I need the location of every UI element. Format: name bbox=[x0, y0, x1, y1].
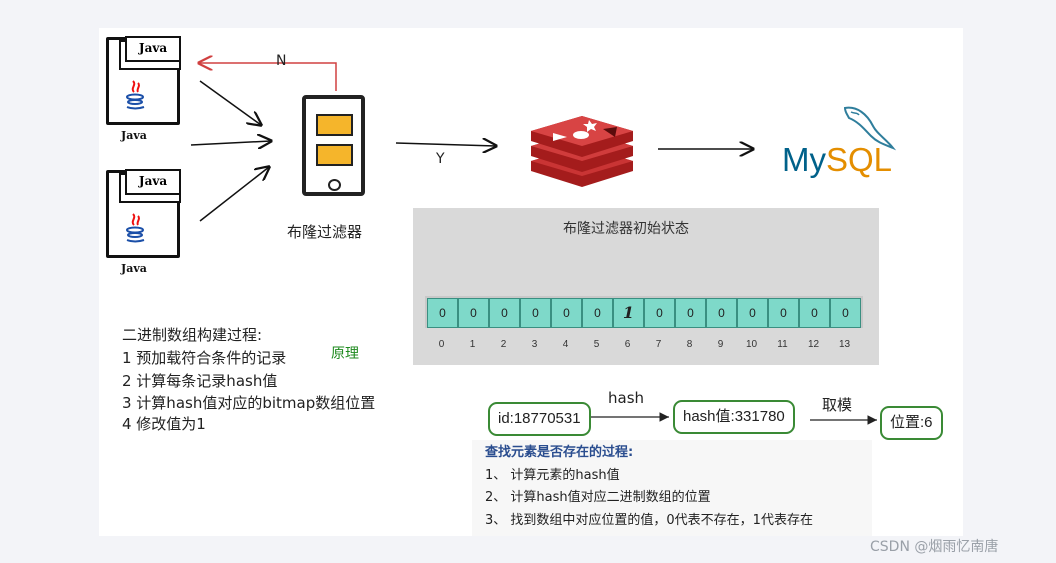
java-client-1-label: Java bbox=[121, 129, 147, 142]
bit-cell-11: 0 bbox=[768, 298, 799, 328]
java-cup-icon bbox=[126, 80, 145, 110]
build-step-4: 4 修改值为1 bbox=[122, 415, 206, 433]
build-step-2: 2 计算每条记录hash值 bbox=[122, 372, 278, 390]
mysql-logo-sql: SQL bbox=[826, 141, 893, 178]
id-node: id:18770531 bbox=[488, 402, 591, 436]
search-step-1: 1、 计算元素的hash值 bbox=[485, 468, 620, 483]
bit-cell-3: 0 bbox=[520, 298, 551, 328]
reject-label: N bbox=[276, 53, 287, 69]
bit-index-11: 11 bbox=[777, 339, 788, 350]
bit-cell-2: 0 bbox=[489, 298, 520, 328]
bit-cell-10: 0 bbox=[737, 298, 768, 328]
java-client-2: Java bbox=[106, 169, 181, 258]
bit-cell-6: 1 bbox=[613, 298, 644, 328]
bit-index-4: 4 bbox=[562, 339, 569, 350]
bit-index-7: 7 bbox=[655, 339, 662, 350]
bloom-filter-device-icon bbox=[302, 95, 365, 196]
java-client-1: Java bbox=[106, 36, 181, 125]
mysql-dolphin-icon bbox=[843, 106, 897, 151]
build-step-3: 3 计算hash值对应的bitmap数组位置 bbox=[122, 394, 376, 412]
bit-index-12: 12 bbox=[807, 339, 820, 350]
bit-cell-4: 0 bbox=[551, 298, 582, 328]
hash-node: hash值:331780 bbox=[673, 400, 795, 434]
bit-index-1: 1 bbox=[469, 339, 476, 350]
bit-index-9: 9 bbox=[717, 339, 724, 350]
accept-arrow bbox=[395, 143, 496, 146]
bit-cell-13: 0 bbox=[830, 298, 861, 328]
bit-cell-8: 0 bbox=[675, 298, 706, 328]
bit-index-6: 6 bbox=[624, 339, 631, 350]
mysql-logo: MySQL bbox=[782, 141, 892, 179]
watermark: CSDN @烟雨忆南唐 bbox=[870, 539, 999, 555]
bloom-filter-label: 布隆过滤器 bbox=[287, 223, 363, 241]
accept-label: Y bbox=[436, 151, 445, 167]
bit-index-10: 10 bbox=[745, 339, 758, 350]
bit-index-5: 5 bbox=[593, 339, 600, 350]
java-cup-icon bbox=[126, 213, 145, 243]
build-step-1: 1 预加载符合条件的记录 bbox=[122, 349, 287, 367]
principle-label: 原理 bbox=[331, 346, 359, 362]
bit-index-13: 13 bbox=[838, 339, 851, 350]
redis-icon bbox=[531, 116, 633, 187]
position-node: 位置:6 bbox=[880, 406, 943, 440]
bit-index-3: 3 bbox=[531, 339, 538, 350]
bit-index-8: 8 bbox=[686, 339, 693, 350]
bit-cell-1: 0 bbox=[458, 298, 489, 328]
build-process-title: 二进制数组构建过程: bbox=[122, 326, 263, 344]
java-tag-1: Java bbox=[125, 36, 181, 62]
client2-arrow bbox=[199, 167, 269, 222]
hash-edge-label: hash bbox=[608, 389, 645, 407]
bit-cell-9: 0 bbox=[706, 298, 737, 328]
search-process-panel bbox=[472, 440, 872, 536]
bit-index-2: 2 bbox=[500, 339, 507, 350]
search-step-3: 3、 找到数组中对应位置的值，0代表不存在，1代表存在 bbox=[485, 513, 813, 528]
bit-cell-12: 0 bbox=[799, 298, 830, 328]
bit-cell-0: 0 bbox=[427, 298, 458, 328]
diagram-canvas: N Y Java Java Java Java 布隆过滤器 bbox=[99, 28, 963, 536]
java-client-2-label: Java bbox=[121, 262, 147, 275]
search-step-2: 2、 计算hash值对应二进制数组的位置 bbox=[485, 490, 711, 505]
bit-cell-5: 0 bbox=[582, 298, 613, 328]
reject-arrow bbox=[199, 63, 337, 91]
client-mid-arrow bbox=[190, 141, 271, 145]
bitmap-title: 布隆过滤器初始状态 bbox=[563, 221, 689, 237]
mod-edge-label: 取模 bbox=[822, 396, 853, 414]
bit-cell-7: 0 bbox=[644, 298, 675, 328]
client1-arrow bbox=[199, 80, 261, 125]
mysql-logo-my: My bbox=[782, 141, 826, 178]
bit-index-0: 0 bbox=[438, 339, 445, 350]
java-tag-2: Java bbox=[125, 169, 181, 195]
search-process-title: 查找元素是否存在的过程: bbox=[485, 445, 634, 460]
connector-layer bbox=[190, 28, 877, 425]
